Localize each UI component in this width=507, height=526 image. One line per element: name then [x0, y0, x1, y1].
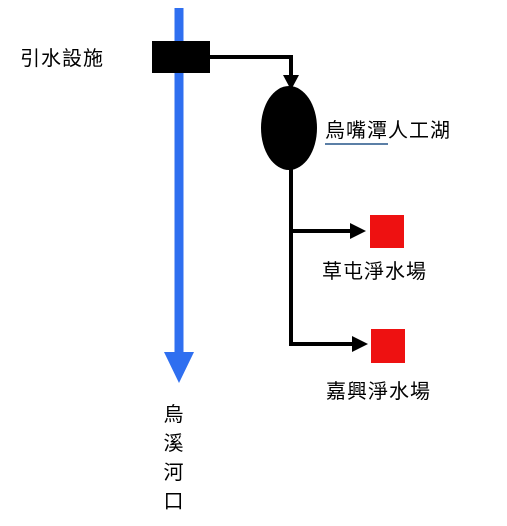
lake-label-rest: 人工湖 [388, 118, 451, 142]
plant1-label: 草屯淨水場 [322, 259, 427, 283]
plant2-square [371, 329, 405, 363]
lake-label: 烏嘴潭人工湖 [325, 114, 451, 145]
artificial-lake-shape [261, 86, 317, 170]
river-mouth-label: 烏溪河口 [163, 402, 185, 513]
intake-to-lake-pipe [210, 55, 293, 76]
plant1-arrowhead [350, 223, 366, 239]
plant1-square [370, 215, 404, 248]
intake-label: 引水設施 [20, 46, 104, 70]
lake-label-underlined: 烏嘴潭 [325, 118, 388, 145]
plant2-label: 嘉興淨水場 [326, 379, 431, 403]
lake-inflow-arrowhead [283, 75, 299, 90]
intake-facility-block [152, 41, 210, 73]
plant2-arrowhead [352, 336, 368, 352]
river-arrowhead [164, 352, 194, 383]
